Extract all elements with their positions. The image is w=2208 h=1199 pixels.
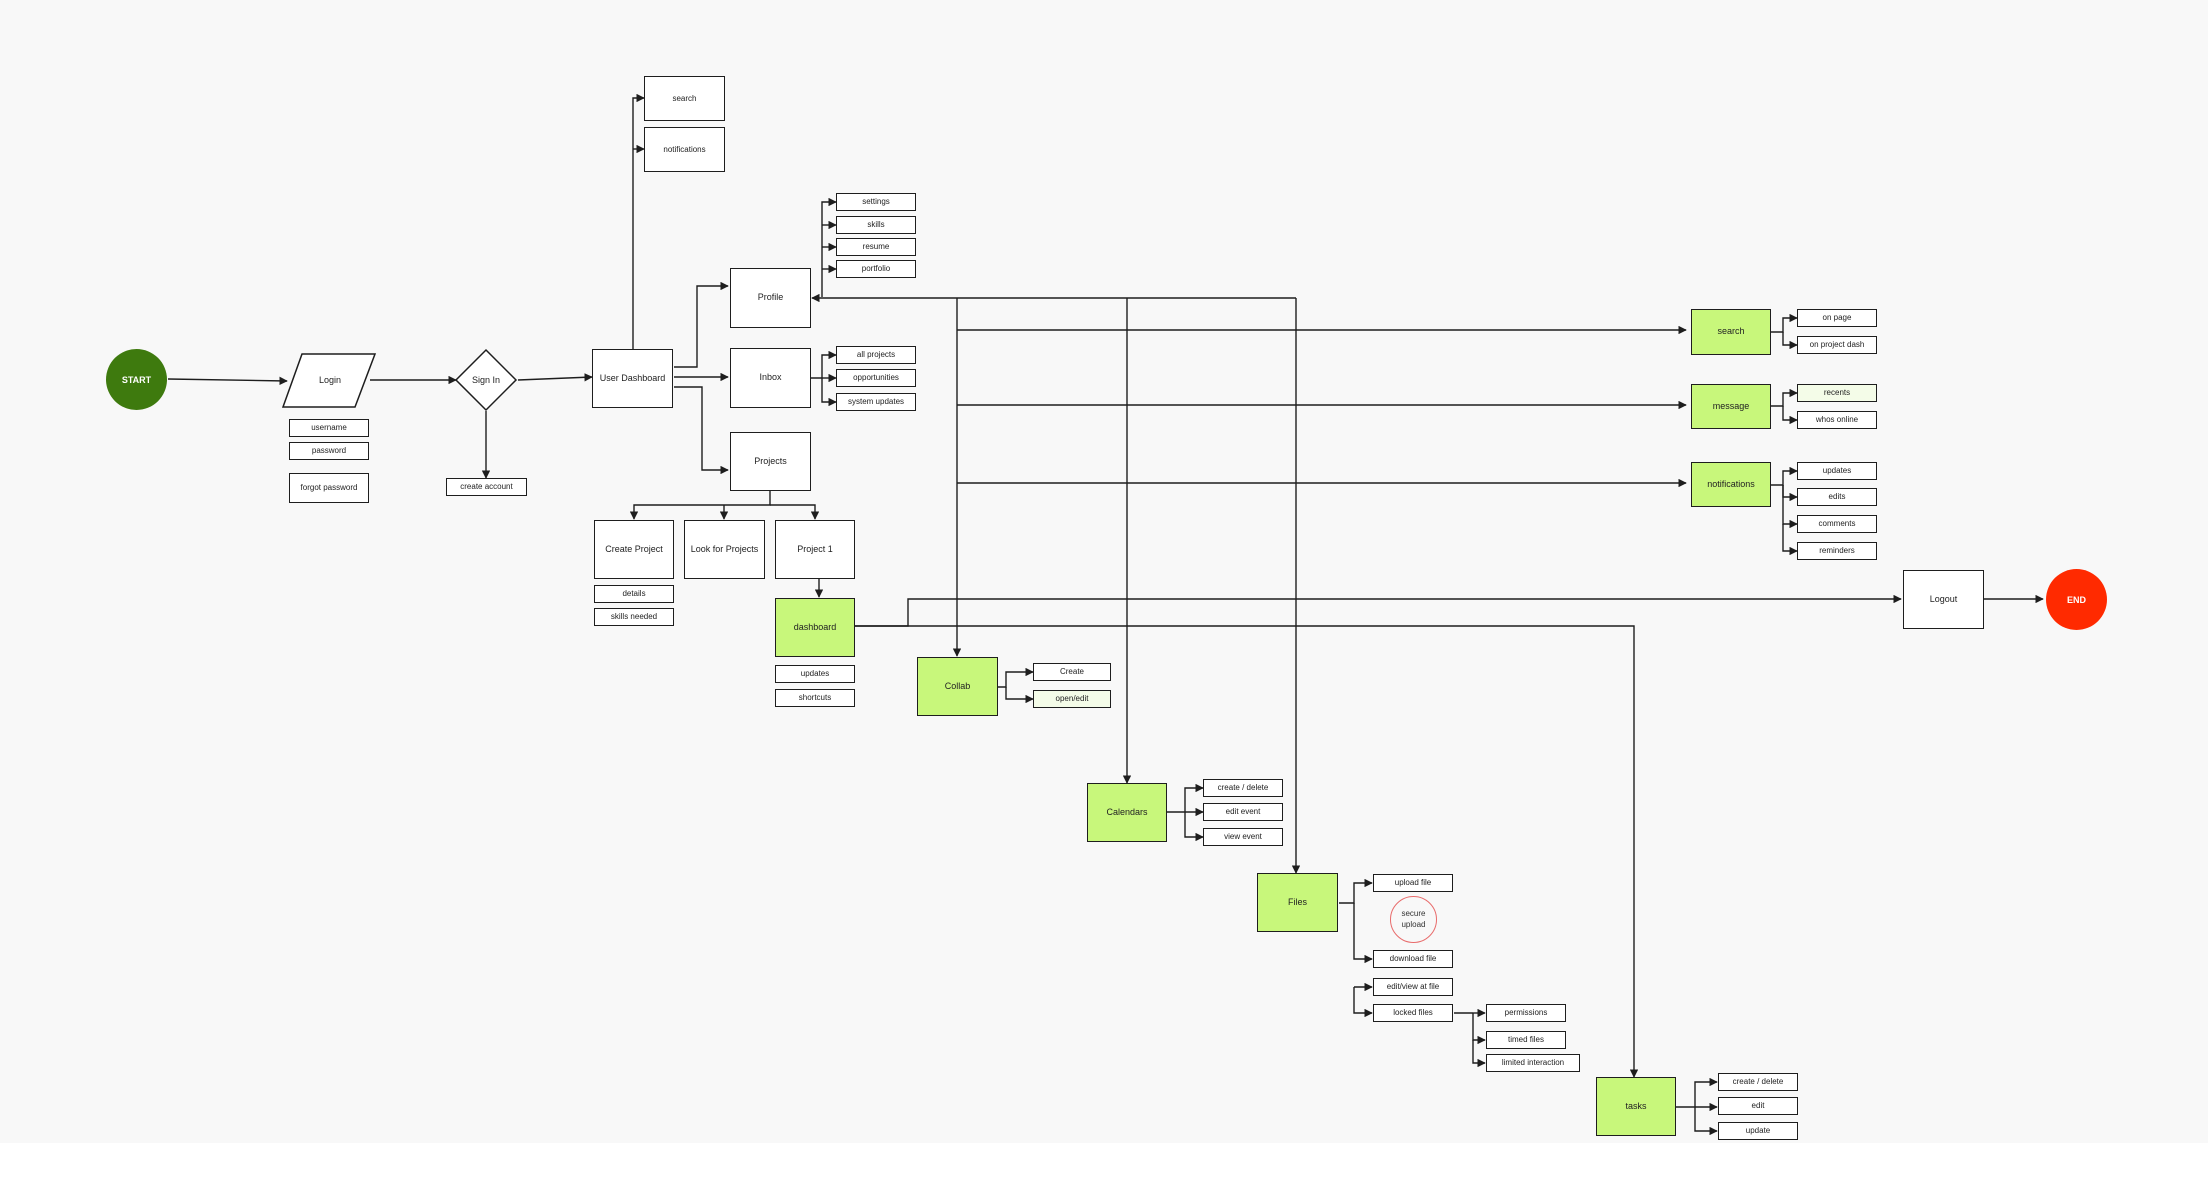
flowchart-canvas: START END Login Sign In username passwor…	[106, 76, 2107, 1140]
dashboard-item: shortcuts	[775, 689, 855, 707]
message-item: whos online	[1797, 411, 1877, 429]
secure-upload-node: secure upload	[1390, 896, 1437, 943]
start-node: START	[106, 349, 167, 410]
edit-view-file-node: edit/view at file	[1373, 978, 1453, 996]
tasks-item: edit	[1718, 1097, 1798, 1115]
project1-node: Project 1	[775, 520, 855, 579]
inbox-item: system updates	[836, 393, 916, 411]
notifications-item: comments	[1797, 515, 1877, 533]
create-account-node: create account	[446, 478, 527, 496]
message-node: message	[1691, 384, 1771, 429]
calendars-item: create / delete	[1203, 779, 1283, 797]
tasks-item: update	[1718, 1122, 1798, 1140]
message-item: recents	[1797, 384, 1877, 402]
profile-item: skills	[836, 216, 916, 234]
locked-files-node: locked files	[1373, 1004, 1453, 1022]
profile-node: Profile	[730, 268, 811, 328]
top-search-node: search	[644, 76, 725, 121]
files-node: Files	[1257, 873, 1338, 932]
notifications-item: updates	[1797, 462, 1877, 480]
locked-files-item: permissions	[1486, 1004, 1566, 1022]
upload-file-node: upload file	[1373, 874, 1453, 892]
profile-item: portfolio	[836, 260, 916, 278]
notifications-item: edits	[1797, 488, 1877, 506]
user-dashboard-node: User Dashboard	[592, 349, 673, 408]
tasks-node: tasks	[1596, 1077, 1676, 1136]
create-project-item: skills needed	[594, 608, 674, 626]
create-project-node: Create Project	[594, 520, 674, 579]
calendars-item: view event	[1203, 828, 1283, 846]
password-field: password	[289, 442, 369, 460]
forgot-password-node: forgot password	[289, 473, 369, 503]
end-node: END	[2046, 569, 2107, 630]
locked-files-item: limited interaction	[1486, 1054, 1580, 1072]
notifications-node: notifications	[1691, 462, 1771, 507]
download-file-node: download file	[1373, 950, 1453, 968]
projects-node: Projects	[730, 432, 811, 491]
notifications-item: reminders	[1797, 542, 1877, 560]
collab-node: Collab	[917, 657, 998, 716]
search-item: on project dash	[1797, 336, 1877, 354]
inbox-node: Inbox	[730, 348, 811, 408]
logout-node: Logout	[1903, 570, 1984, 629]
top-notifications-node: notifications	[644, 127, 725, 172]
locked-files-item: timed files	[1486, 1031, 1566, 1049]
search-item: on page	[1797, 309, 1877, 327]
search-node: search	[1691, 309, 1771, 355]
calendars-node: Calendars	[1087, 783, 1167, 842]
collab-item: Create	[1033, 663, 1111, 681]
profile-item: settings	[836, 193, 916, 211]
inbox-item: all projects	[836, 346, 916, 364]
connectors	[167, 93, 2044, 1136]
login-label: Login	[318, 375, 342, 385]
dashboard-node: dashboard	[775, 598, 855, 657]
inbox-item: opportunities	[836, 369, 916, 387]
sign-in-label: Sign In	[471, 375, 501, 385]
username-field: username	[289, 419, 369, 437]
dashboard-item: updates	[775, 665, 855, 683]
calendars-item: edit event	[1203, 803, 1283, 821]
collab-item: open/edit	[1033, 690, 1111, 708]
profile-item: resume	[836, 238, 916, 256]
tasks-item: create / delete	[1718, 1073, 1798, 1091]
create-project-item: details	[594, 585, 674, 603]
look-for-projects-node: Look for Projects	[684, 520, 765, 579]
